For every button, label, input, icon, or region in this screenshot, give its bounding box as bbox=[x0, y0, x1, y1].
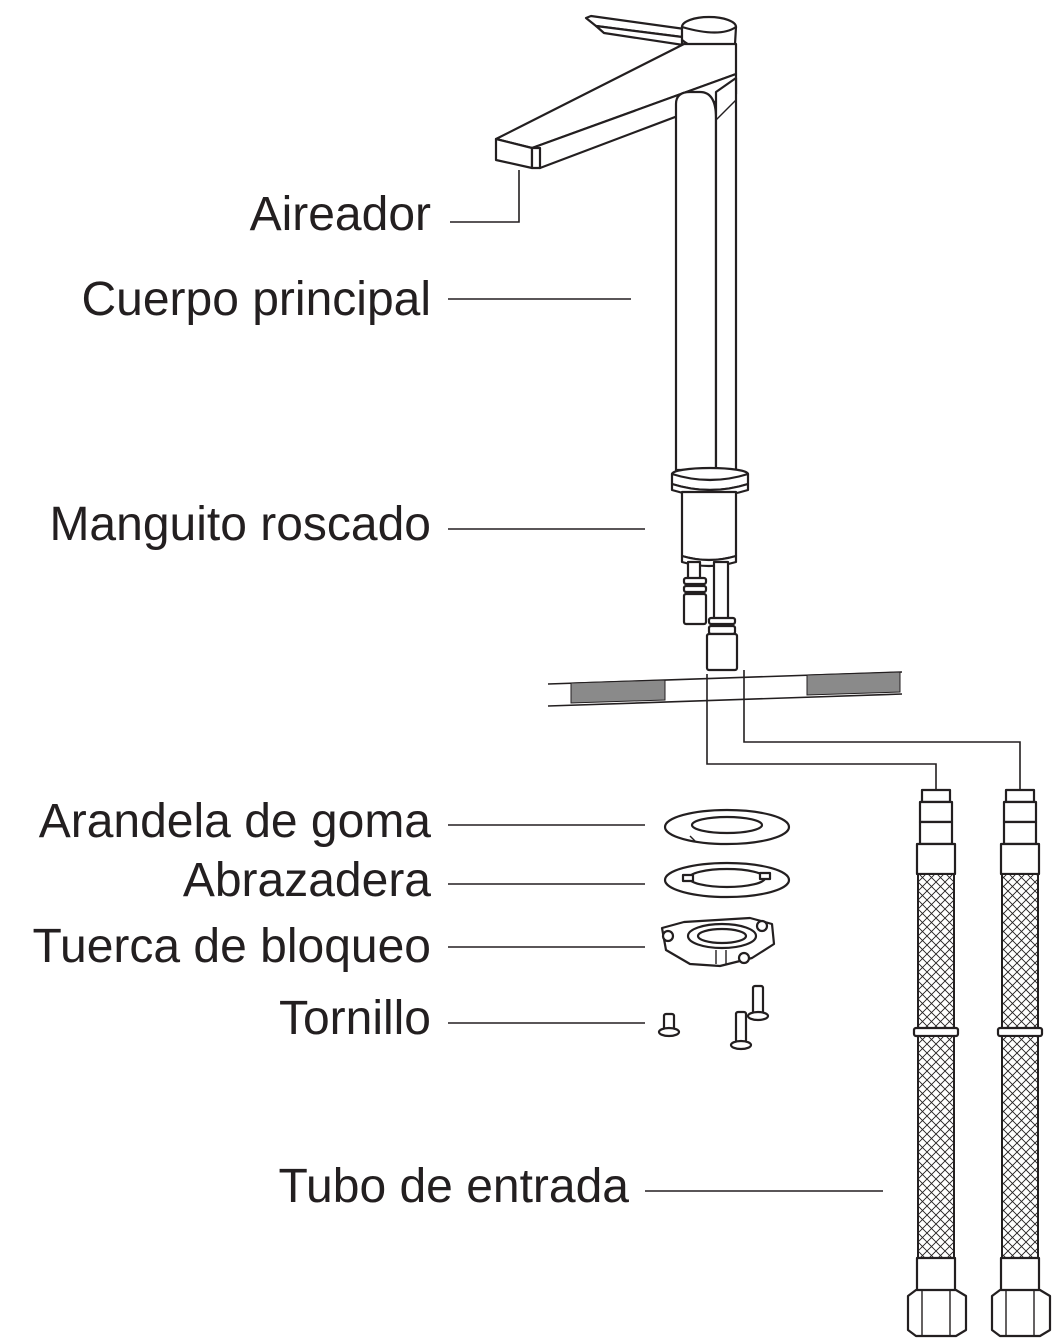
inlet-hose-left bbox=[906, 788, 968, 1338]
countertop-section bbox=[547, 670, 1021, 790]
threaded-sleeve bbox=[680, 490, 739, 672]
label-lock-nut: Tuerca de bloqueo bbox=[32, 920, 431, 973]
part-labels: Aireador Cuerpo principal Manguito rosca… bbox=[32, 188, 629, 1213]
clamp-plate bbox=[663, 861, 791, 899]
label-threaded-sleeve: Manguito roscado bbox=[49, 498, 431, 551]
leader-lines bbox=[448, 170, 883, 1192]
inlet-hose-right bbox=[990, 788, 1052, 1338]
screws bbox=[657, 984, 770, 1051]
label-inlet-hose: Tubo de entrada bbox=[279, 1160, 630, 1213]
label-clamp: Abrazadera bbox=[183, 854, 431, 907]
faucet-main-body bbox=[494, 14, 750, 498]
label-aerator: Aireador bbox=[250, 188, 431, 241]
label-rubber-washer: Arandela de goma bbox=[39, 795, 432, 848]
label-main-body: Cuerpo principal bbox=[81, 273, 431, 326]
lock-nut bbox=[660, 916, 776, 968]
label-screw: Tornillo bbox=[279, 992, 431, 1045]
leader-aerator bbox=[450, 170, 520, 223]
rubber-washer bbox=[663, 808, 791, 846]
